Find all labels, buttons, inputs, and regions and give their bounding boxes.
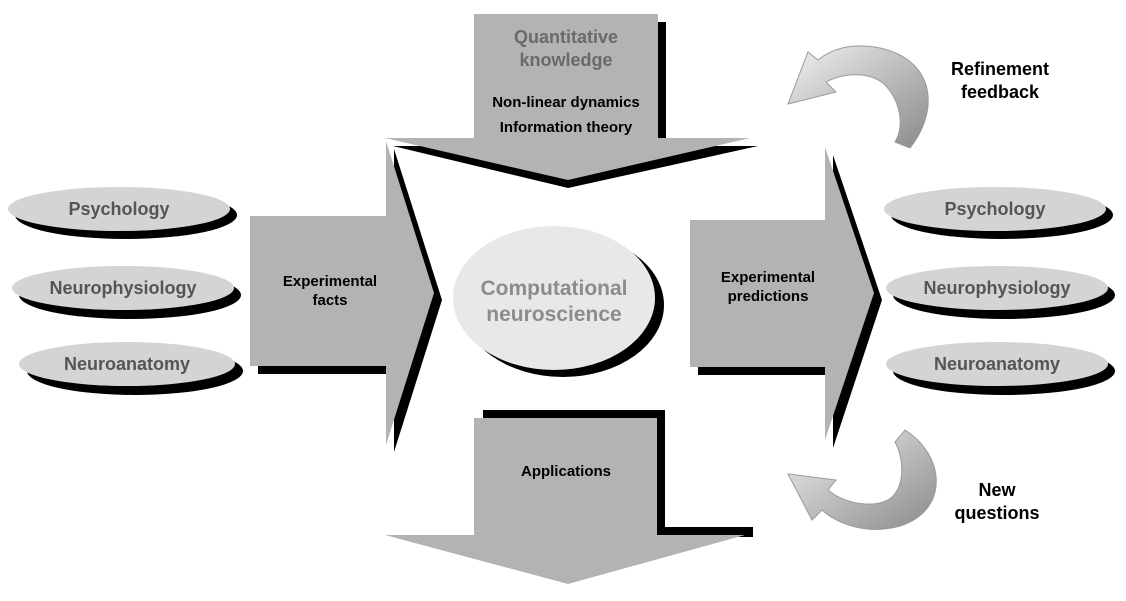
right-field-psychology: Psychology [944,199,1046,219]
center-label-line2: neuroscience [486,303,622,326]
new-questions-line1: New [978,480,1016,500]
bottom-output-arrow [385,410,753,584]
right-field-neuroanatomy: Neuroanatomy [933,354,1061,374]
right-oval-neurophysiology [886,266,1108,310]
right-oval-psychology [884,187,1106,231]
left-oval-neurophysiology [12,266,234,310]
bottom-label-applications: Applications [520,463,611,480]
right-field-neurophysiology: Neurophysiology [923,278,1071,298]
left-field-psychology: Psychology [68,199,170,219]
right-output-arrow [690,147,882,448]
right-field-ovals [884,187,1115,395]
left-oval-psychology [8,187,230,231]
left-arrow-label-line2: facts [312,292,348,309]
center-oval [453,226,664,377]
right-oval-neuroanatomy [886,342,1108,386]
center-label-line1: Computational [480,277,628,300]
left-input-arrow [250,141,442,452]
new-questions-line2: questions [954,503,1040,523]
left-field-neurophysiology: Neurophysiology [49,278,197,298]
top-input-arrow [385,14,758,188]
refinement-feedback-curved-arrow [787,45,929,149]
right-arrow-label-line1: Experimental [720,269,816,286]
refinement-feedback-line1: Refinement [950,59,1049,79]
refinement-feedback-line2: feedback [960,82,1040,102]
left-field-ovals [8,187,243,395]
left-oval-neuroanatomy [19,342,235,386]
new-questions-curved-arrow [787,429,937,530]
top-title-line1: Quantitative [513,27,619,47]
top-title-line2: knowledge [519,50,613,70]
top-item-nonlinear-dynamics: Non-linear dynamics [492,94,640,111]
left-arrow-label-line1: Experimental [282,273,378,290]
right-arrow-label-line2: predictions [727,288,809,305]
top-item-information-theory: Information theory [499,119,633,136]
left-field-neuroanatomy: Neuroanatomy [63,354,191,374]
